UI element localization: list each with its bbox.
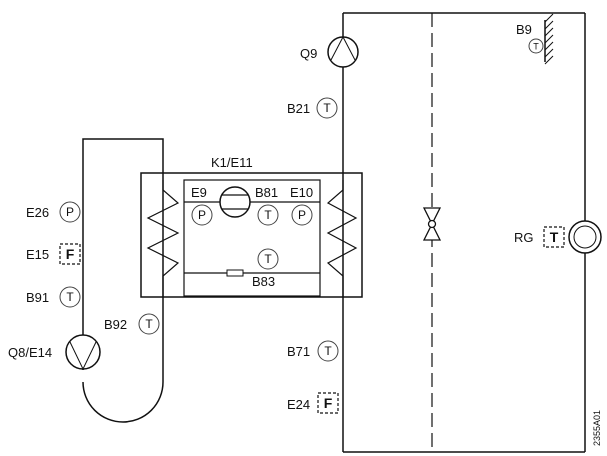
heat-pump-outer-box [140,172,363,298]
sensor-b71-symbol: T [324,344,332,358]
label-b83: B83 [252,274,275,289]
sensor-e24-symbol: F [324,395,333,411]
room-unit-inner-icon [573,225,597,249]
bypass-valve [422,207,442,241]
heating-circuit [342,12,586,453]
label-e9: E9 [191,185,207,200]
condenser-coil-icon [326,180,358,297]
sensor-b92-circle [138,313,160,335]
sensor-b9-symbol: T [533,42,539,52]
label-rg: RG [514,230,534,245]
valve-center-icon [427,219,437,229]
label-e10: E10 [290,185,313,200]
sensor-e9-symbol: P [198,208,206,222]
sensor-b81-circle [257,204,279,226]
sensor-e26-symbol: P [66,205,74,219]
sensor-rg-symbol: T [550,229,559,245]
heat-pump-unit [140,172,363,298]
label-b92: B92 [104,317,127,332]
label-e24: E24 [287,397,310,412]
sensor-e10-circle [291,204,313,226]
wall-hatch-icon [544,13,554,65]
source-loop-pipe [82,138,164,423]
sensor-b9-circle [528,38,544,54]
sensor-e26-circle [59,201,81,223]
pump-q9-icon [327,36,359,68]
sensor-b91-symbol: T [66,290,74,304]
outdoor-sensor: T [528,13,554,65]
sensor-e15-box [59,243,81,265]
sensor-b21-circle [316,97,338,119]
source-loop [82,138,164,423]
sensor-b91-circle [59,286,81,308]
figure-id: 2355A01 [592,410,602,446]
valve-upper-triangle [422,207,442,226]
heat-pump-inner-box [183,179,321,297]
sensor-e24-box [317,392,339,414]
pump-q8 [65,334,101,371]
label-e26: E26 [26,205,49,220]
sensor-e15-symbol: F [66,246,75,262]
valve-lower-triangle [422,222,442,241]
label-b71: B71 [287,344,310,359]
room-unit-rg [568,220,602,254]
sensor-b71-circle [317,340,339,362]
compressor-icon [219,186,251,218]
label-b21: B21 [287,101,310,116]
pump-q9 [327,35,359,68]
label-b91: B91 [26,290,49,305]
sensor-rg-box [543,226,565,248]
sensor-b81-symbol: T [264,208,272,222]
label-e15: E15 [26,247,49,262]
sensor-e10-symbol: P [298,208,306,222]
sensor-b83-symbol: T [264,252,272,266]
pump-q8-triangle [69,341,97,371]
evaporator-coil-icon [146,180,180,297]
label-unit: K1/E11 [211,155,253,170]
expansion-valve-icon [226,269,244,277]
sensor-e9-circle [191,204,213,226]
label-q9: Q9 [300,46,317,61]
sensor-b21-symbol: T [323,101,331,115]
pump-q9-triangle [330,35,356,61]
pump-q8-icon [65,334,101,370]
label-b9: B9 [516,22,532,37]
sensor-b92-symbol: T [145,317,153,331]
sensor-b83-circle [257,248,279,270]
label-q8: Q8/E14 [8,345,52,360]
label-b81: B81 [255,185,278,200]
